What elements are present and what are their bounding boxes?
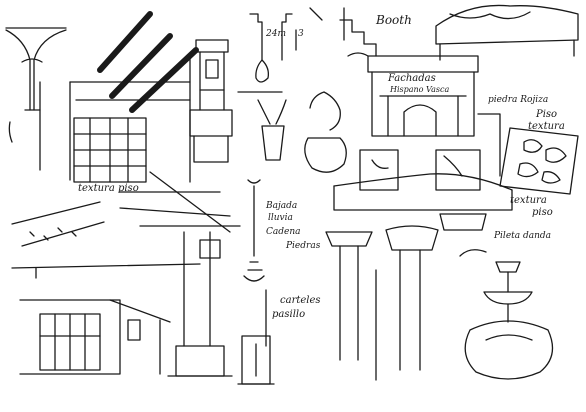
stone-texture-sketch (477, 113, 579, 195)
perspective-rails-sketch (11, 201, 201, 279)
label-textura-piso-right-line1: textura (510, 195, 547, 206)
label-bajada: Bajada (266, 201, 298, 211)
arch-column-sketch (5, 27, 67, 143)
label-piso-textura-line1: Piso (536, 109, 558, 120)
wall-dimension-sketch (237, 7, 323, 93)
label-carteles: carteles (280, 295, 321, 306)
label-textura-piso: textura piso (78, 183, 139, 194)
fountain-sketch (459, 249, 554, 380)
pergola-sketch (39, 11, 199, 183)
label-measure-24m: 24m (266, 29, 286, 39)
label-lluvia: lluvia (268, 213, 293, 223)
label-pasillo: pasillo (272, 309, 306, 320)
rain-chain-sketch (243, 179, 265, 282)
label-booth: Booth (376, 13, 412, 27)
label-cadena: Cadena (266, 227, 301, 237)
label-measure-3: 3 (298, 29, 304, 39)
planters-sketch (257, 91, 347, 173)
label-piedra-rojiza: piedra Rojiza (488, 95, 549, 105)
window-lantern-sketch (19, 299, 171, 375)
column-capitals-sketch (325, 213, 487, 381)
pillar-lantern-sketch (189, 39, 233, 163)
label-pileta: Pileta danda (494, 231, 552, 241)
label-facade-line1: Fachadas (388, 73, 436, 84)
stair-sketch (339, 7, 377, 57)
lamp-post-sketch (119, 171, 241, 377)
facade-sketch (333, 55, 513, 211)
corridor-sign-sketch (237, 289, 275, 385)
booth-sofa-sketch (435, 4, 579, 61)
label-textura-piso-right-line2: piso (532, 207, 553, 218)
label-piso-textura-line2: textura (528, 121, 565, 132)
label-facade-line2: Hispano Vasca (390, 85, 450, 94)
label-piedras: Piedras (286, 241, 321, 251)
